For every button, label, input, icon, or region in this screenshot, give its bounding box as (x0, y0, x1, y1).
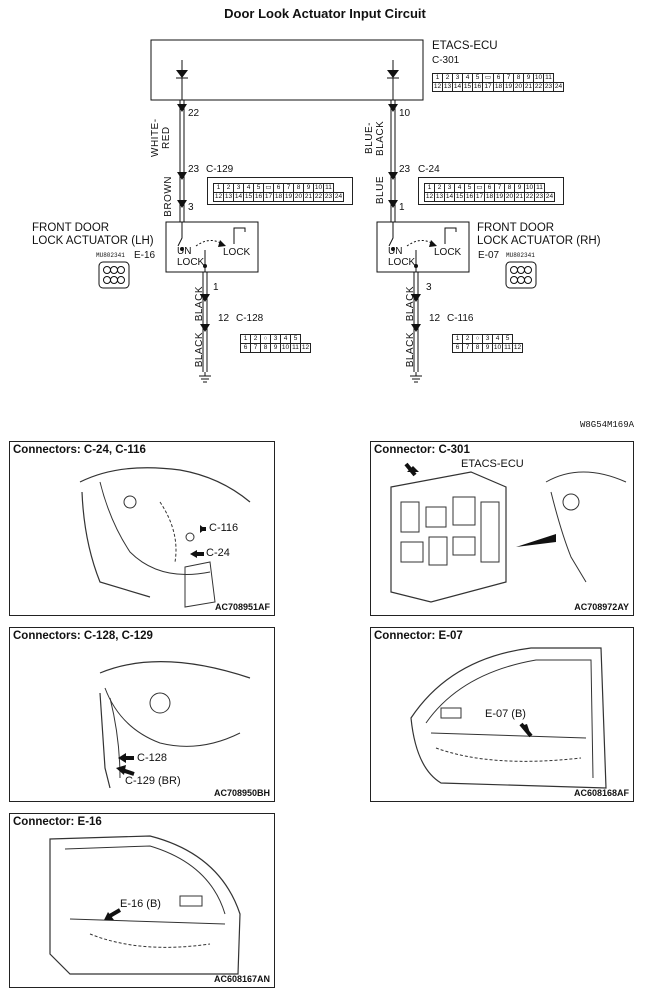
callout-e16: E-16 (B) (120, 898, 161, 910)
ecu-connector: C-301 (432, 55, 460, 66)
door-illustration (49, 835, 241, 975)
lh-actuator-connector: E-16 (134, 250, 156, 261)
callout-etacs-ecu: ETACS-ECU (461, 458, 524, 470)
rh-unlock-2: LOCK (388, 257, 416, 268)
c24-connector-label: C-24 (418, 164, 440, 175)
lh-unlock-2: LOCK (177, 257, 205, 268)
dashboard-illustration (99, 661, 251, 789)
c24-pin-bottom: 1 (399, 202, 405, 213)
panel-e16: Connector: E-16 E-16 (B) AC608167AN (9, 813, 275, 988)
lh-unlock-1: UN (177, 246, 192, 257)
rh-actuator-name-2: LOCK ACTUATOR (RH) (477, 235, 601, 247)
panel-code: AC708951AF (214, 602, 270, 612)
panel-e07: Connector: E-07 E-07 (B) AC608168AF (370, 627, 634, 802)
wire-color-left-lower: BROWN (163, 176, 174, 217)
c129-pin-bottom: 3 (188, 202, 194, 213)
c24-connector-box (418, 177, 564, 205)
panel-code: AC708950BH (213, 788, 270, 798)
door-illustration (410, 647, 607, 789)
panel-code: AC608167AN (213, 974, 270, 984)
callout-c116: C-116 (209, 522, 239, 534)
lh-actuator-name-2: LOCK ACTUATOR (LH) (32, 235, 154, 247)
c128-connector-label: C-128 (236, 313, 264, 324)
diagram-code: W8G54M169A (580, 420, 635, 430)
c116-pin-mid: 12 (429, 313, 441, 324)
c116-pin-top: 3 (426, 282, 432, 293)
wire-color-left-upper: WHITE- RED (150, 118, 172, 158)
panel-c301: Connector: C-301 ETACS-ECU AC708972AY (370, 441, 634, 616)
c116-connector-label: C-116 (447, 313, 474, 324)
ecu-pin-right: 10 (399, 108, 411, 119)
panel-title: Connector: E-16 (13, 816, 102, 828)
wire-color-right-upper: BLUE- BLACK (364, 120, 386, 156)
c128-pin-mid: 12 (218, 313, 230, 324)
panel-title: Connector: C-301 (374, 444, 470, 456)
panel-c128-c129: Connectors: C-128, C-129 C-128 C-129 (BR… (9, 627, 275, 802)
c128-pin-top: 1 (213, 282, 219, 293)
callout-c24: C-24 (206, 547, 230, 559)
callout-c128: C-128 (137, 752, 167, 764)
lh-lock: LOCK (223, 247, 251, 258)
wire-color-right-ground-2: BLACK (405, 332, 416, 368)
panel-c24-c116: Connectors: C-24, C-116 C-116 C-24 AC708… (9, 441, 275, 616)
panel-title: Connectors: C-128, C-129 (13, 630, 153, 642)
ecu-illustration (390, 462, 627, 603)
ecu-pin-left: 22 (188, 108, 200, 119)
dashboard-illustration (79, 467, 251, 608)
panel-title: Connector: E-07 (374, 630, 463, 642)
callout-c129: C-129 (BR) (125, 775, 181, 787)
panel-title: Connectors: C-24, C-116 (13, 444, 146, 456)
wire-color-left-ground-2: BLACK (194, 332, 205, 368)
c129-connector-label: C-129 (206, 164, 234, 175)
wire-color-left-ground: BLACK (194, 286, 205, 322)
circuit-diagram (98, 39, 537, 383)
rh-connector-part: MU802341 (506, 252, 535, 259)
rh-lock: LOCK (434, 247, 462, 258)
c129-connector-box (207, 177, 353, 205)
diagram-title: Door Look Actuator Input Circuit (224, 6, 426, 21)
rh-unlock-1: UN (388, 246, 403, 257)
rh-actuator-connector: E-07 (478, 250, 500, 261)
lh-connector-part: MU802341 (96, 252, 125, 259)
panel-code: AC708972AY (574, 602, 629, 612)
wire-color-right-ground: BLACK (405, 286, 416, 322)
rh-actuator-name-1: FRONT DOOR (477, 222, 555, 234)
lh-actuator-name-1: FRONT DOOR (32, 222, 110, 234)
wire-color-right-lower: BLUE (375, 176, 386, 205)
ecu-name: ETACS-ECU (432, 40, 498, 52)
c129-pin-top: 23 (188, 164, 200, 175)
callout-e07: E-07 (B) (485, 708, 526, 720)
c24-pin-top: 23 (399, 164, 411, 175)
panel-code: AC608168AF (573, 788, 629, 798)
